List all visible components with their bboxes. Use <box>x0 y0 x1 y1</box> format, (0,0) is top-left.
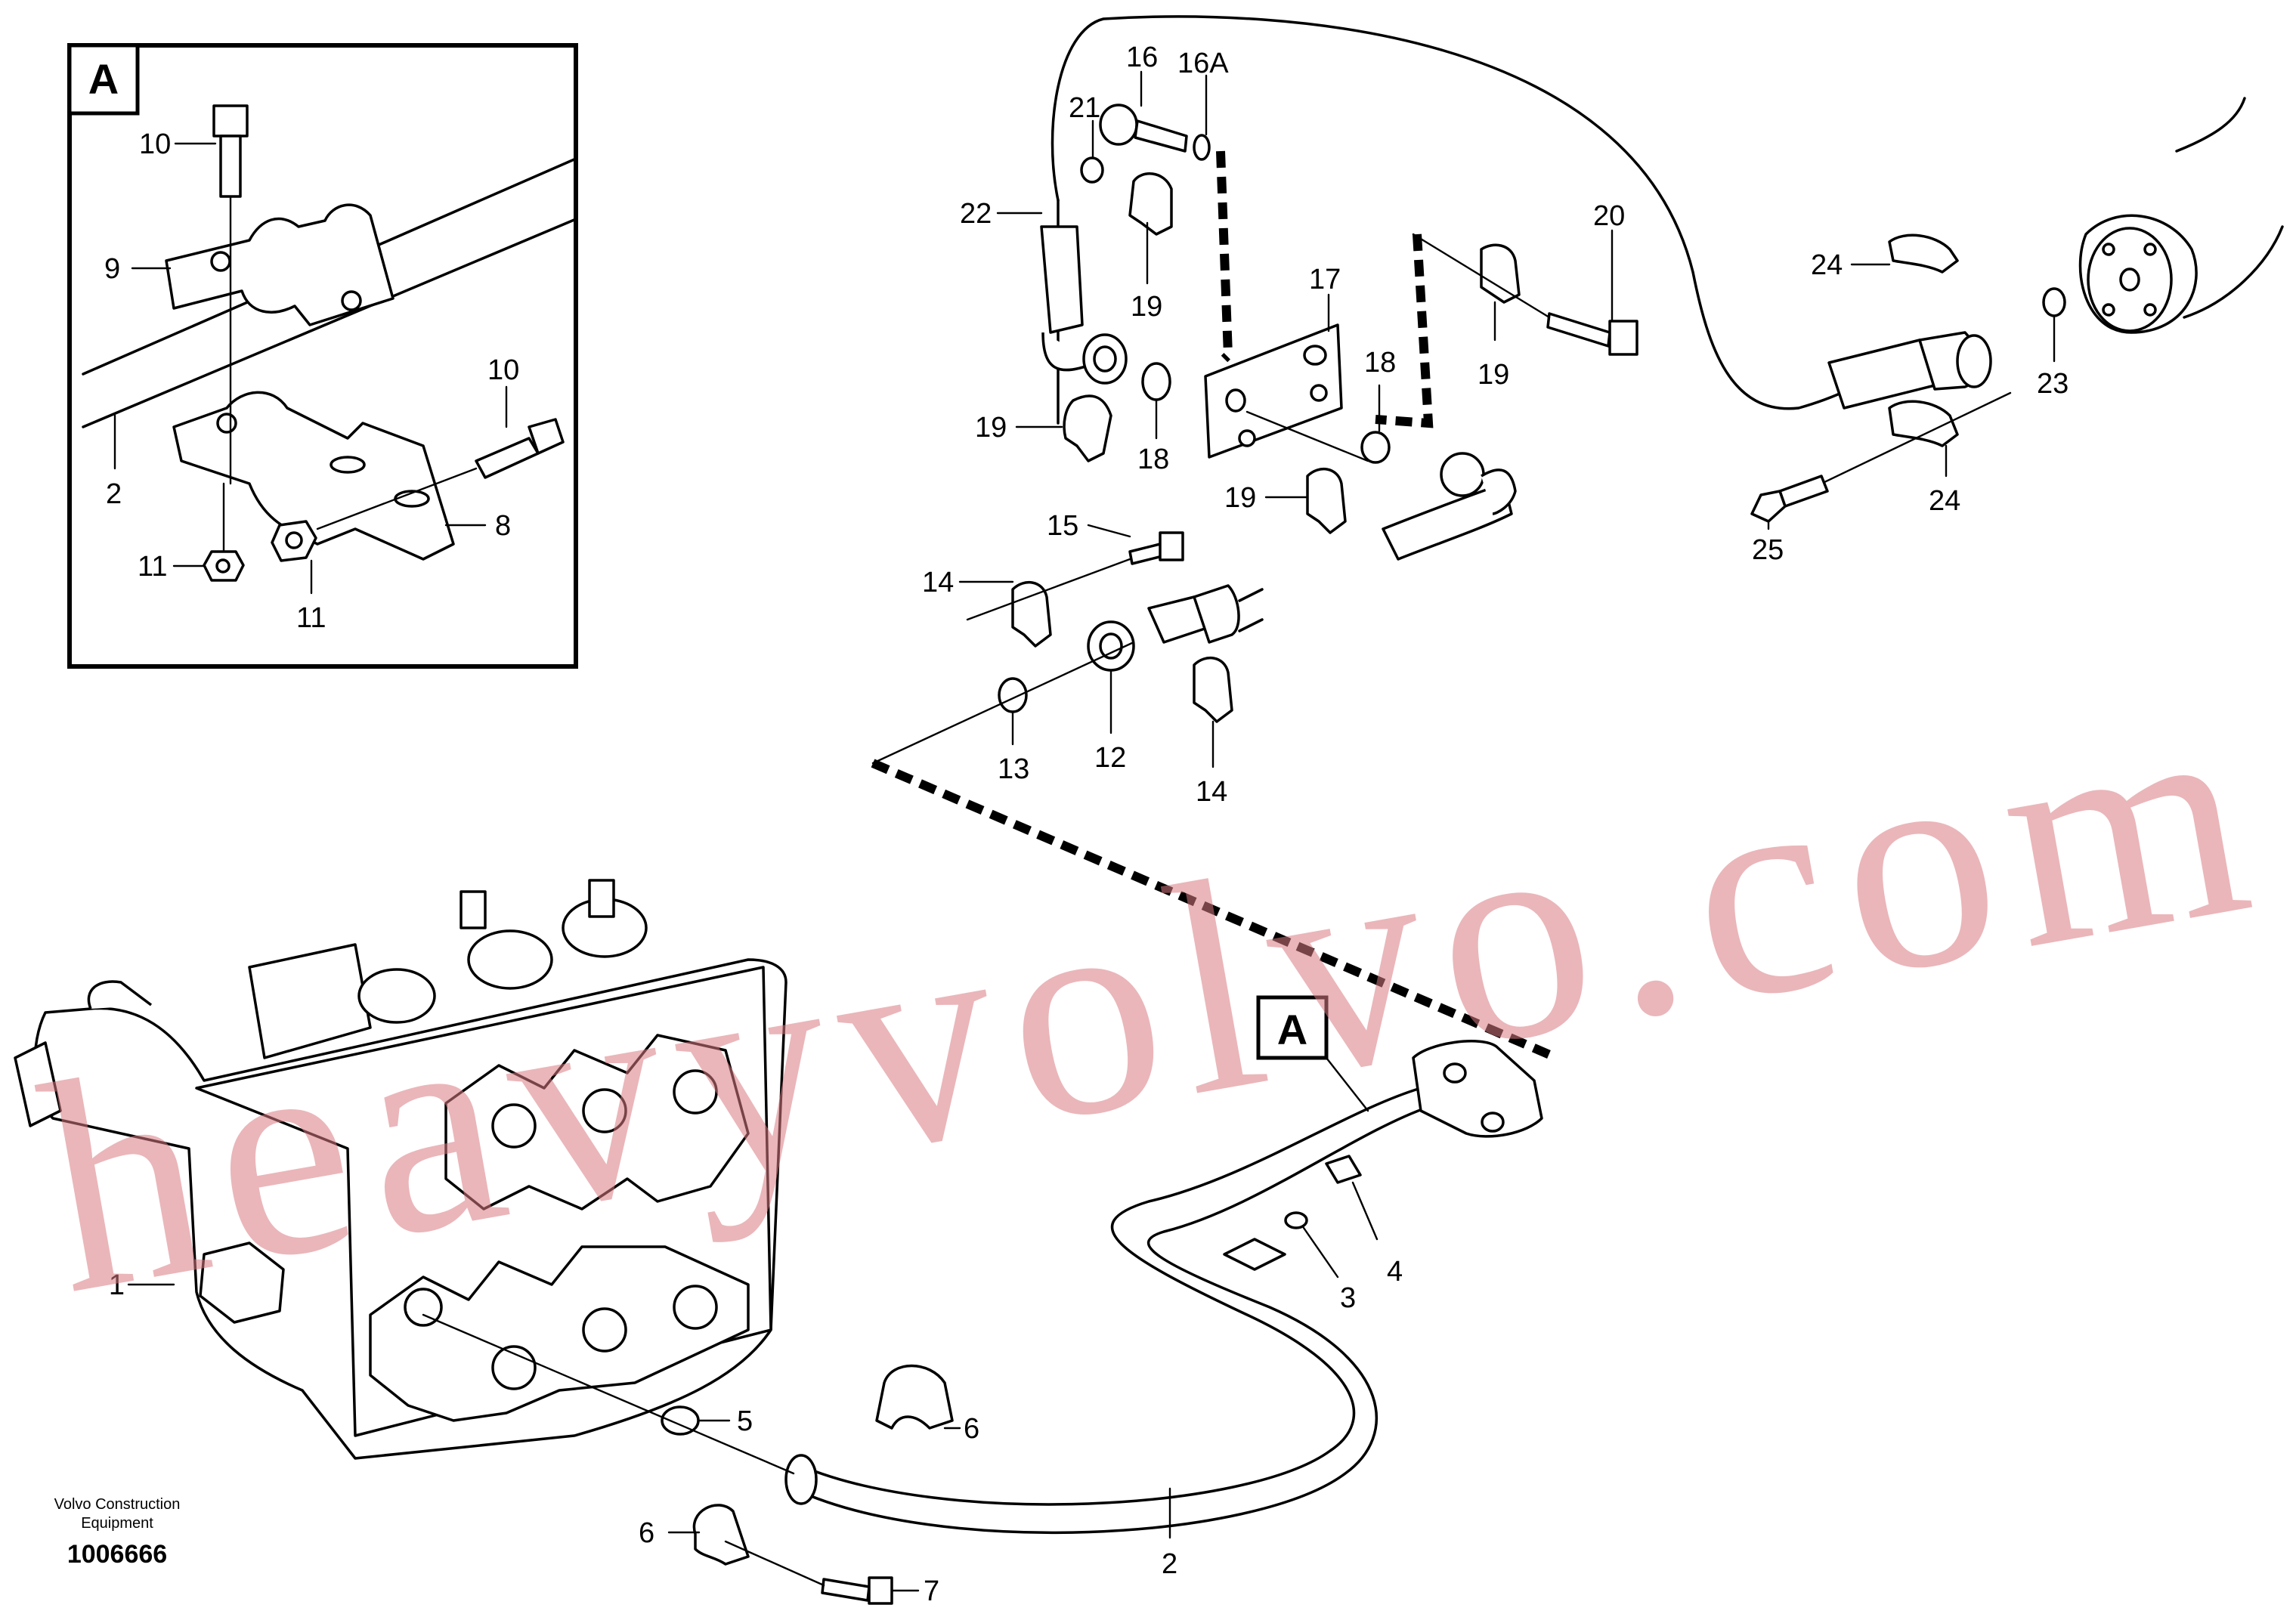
callout-19-left: 19 <box>975 412 1007 444</box>
callout-22: 22 <box>960 198 992 230</box>
callout-21: 21 <box>1069 92 1100 124</box>
pipe-assembly: 2 3 4 5 6 6 7 <box>422 1040 1543 1607</box>
callout-14-top: 14 <box>922 567 954 598</box>
control-valve: 1 <box>14 879 788 1460</box>
right-fitting-assembly: 24 23 24 25 <box>1750 97 2284 566</box>
footer-caption: Volvo Construction Equipment 1006666 <box>54 1496 181 1569</box>
callout-24-bottom: 24 <box>1929 485 1960 517</box>
callout-11-left: 11 <box>138 551 167 583</box>
callout-24-top: 24 <box>1811 249 1843 281</box>
maker-line-1: Volvo Construction <box>54 1496 181 1513</box>
hose-route-lower <box>871 759 1559 1062</box>
callout-18-left: 18 <box>1137 444 1169 475</box>
callout-2-inset: 2 <box>106 478 122 510</box>
callout-7: 7 <box>924 1575 939 1607</box>
callout-3: 3 <box>1340 1282 1356 1314</box>
detail-a-label: A <box>1277 1006 1307 1053</box>
callout-20: 20 <box>1593 200 1625 232</box>
drawing-number: 1006666 <box>67 1540 167 1569</box>
inset-label: A <box>88 55 119 103</box>
inset-label-box <box>67 43 140 116</box>
callout-17: 17 <box>1309 264 1341 295</box>
callout-19-top: 19 <box>1131 291 1162 323</box>
callout-6-right: 6 <box>964 1413 979 1445</box>
callout-4: 4 <box>1387 1256 1403 1288</box>
callout-16a: 16A <box>1177 48 1229 79</box>
callout-6-left: 6 <box>639 1517 654 1549</box>
callout-5: 5 <box>737 1405 753 1437</box>
callout-11-bottom: 11 <box>296 602 326 634</box>
callout-16: 16 <box>1126 42 1158 73</box>
hose-route-upper-left <box>1216 150 1233 363</box>
clamp-lower-part <box>172 391 455 561</box>
callout-1: 1 <box>109 1269 125 1301</box>
clamp-upper-part <box>165 203 395 326</box>
callout-15: 15 <box>1047 510 1078 542</box>
callout-13: 13 <box>998 753 1029 785</box>
callout-2: 2 <box>1162 1548 1177 1580</box>
callout-12: 12 <box>1094 742 1126 774</box>
callout-19-mid: 19 <box>1224 482 1256 514</box>
maker-line-2: Equipment <box>81 1515 153 1532</box>
hose-block-assembly: 16 16A 21 22 19 17 20 19 18 18 19 19 15 … <box>871 15 1891 808</box>
detail-a-marker: A <box>1256 995 1369 1112</box>
callout-14-bottom: 14 <box>1196 776 1227 808</box>
callout-8: 8 <box>495 510 511 542</box>
callout-25: 25 <box>1752 534 1784 566</box>
callout-19-right: 19 <box>1478 359 1509 391</box>
inset-detail-a: A 10 9 2 10 8 <box>67 43 578 669</box>
callout-10-right: 10 <box>487 354 519 386</box>
callout-10-top: 10 <box>139 128 171 160</box>
hose-route-upper-right <box>1375 233 1434 428</box>
callout-23: 23 <box>2037 368 2069 400</box>
callout-9: 9 <box>104 253 120 285</box>
callout-18-right: 18 <box>1364 347 1396 379</box>
